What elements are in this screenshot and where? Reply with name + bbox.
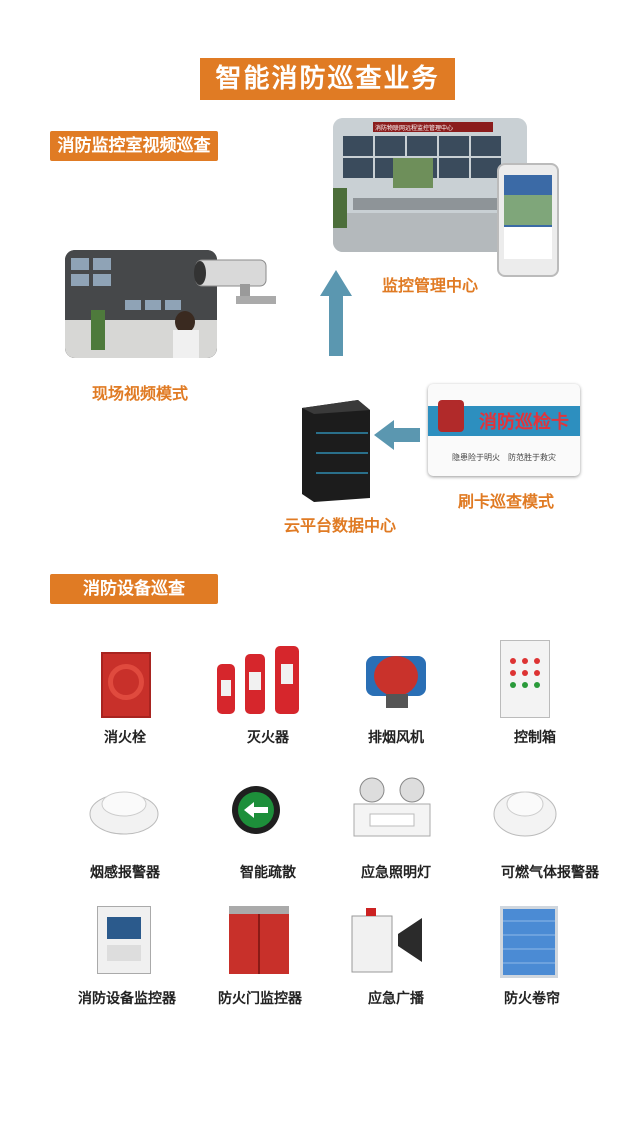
cloud-center-caption: 云平台数据中心 xyxy=(283,516,396,535)
equipment-monitor-icon xyxy=(97,906,151,974)
device-label: 消防设备监控器 xyxy=(78,991,176,1007)
smoke-exhaust-fan-icon xyxy=(356,644,436,710)
evacuation-sign-icon xyxy=(232,786,280,834)
card-mode-caption: 刷卡巡查模式 xyxy=(457,492,554,511)
wall-banner-text: 消防物联网远程监控管理中心 xyxy=(375,125,454,132)
phone-image xyxy=(497,163,559,277)
fire-shutter-icon xyxy=(500,906,558,978)
device-label: 防火门监控器 xyxy=(218,991,302,1007)
device-label: 烟感报警器 xyxy=(90,865,160,881)
emergency-broadcast-icon xyxy=(350,906,434,974)
monitor-center-photo: 消防物联网远程监控管理中心 xyxy=(333,118,527,252)
onsite-video-caption: 现场视频模式 xyxy=(91,384,188,403)
section-equipment-tag: 消防设备巡查 xyxy=(50,574,218,604)
hydrant-cabinet-icon xyxy=(101,652,151,718)
onsite-video-photo xyxy=(65,250,217,358)
left-arrow-icon xyxy=(374,420,420,450)
page-title: 智能消防巡查业务 xyxy=(200,58,455,100)
device-label: 灭火器 xyxy=(247,730,289,746)
device-label: 应急照明灯 xyxy=(361,865,431,881)
server-icon xyxy=(296,400,374,502)
up-arrow-icon xyxy=(320,270,352,356)
device-label: 排烟风机 xyxy=(368,730,424,746)
monitor-center-caption: 监控管理中心 xyxy=(381,276,478,295)
fire-door-monitor-icon xyxy=(225,904,297,976)
gas-detector-icon xyxy=(492,780,558,838)
control-box-icon xyxy=(500,640,550,718)
device-label: 应急广播 xyxy=(368,991,424,1007)
smoke-detector-icon xyxy=(88,778,160,838)
device-label: 消火栓 xyxy=(104,730,146,746)
device-label: 控制箱 xyxy=(514,730,556,746)
emergency-light-icon xyxy=(350,776,434,838)
device-label: 可燃气体报警器 xyxy=(501,865,599,881)
section-video-tag: 消防监控室视频巡查 xyxy=(50,131,218,161)
fire-extinguisher-icon xyxy=(213,640,303,716)
patrol-card: 消防巡检卡 隐患险于明火 防范胜于救灾 xyxy=(428,384,580,476)
device-label: 防火卷帘 xyxy=(504,991,560,1007)
card-title: 消防巡检卡 xyxy=(479,412,569,433)
security-camera-icon xyxy=(190,248,282,308)
device-label: 智能疏散 xyxy=(240,865,296,881)
card-slogan: 隐患险于明火 防范胜于救灾 xyxy=(452,453,556,462)
